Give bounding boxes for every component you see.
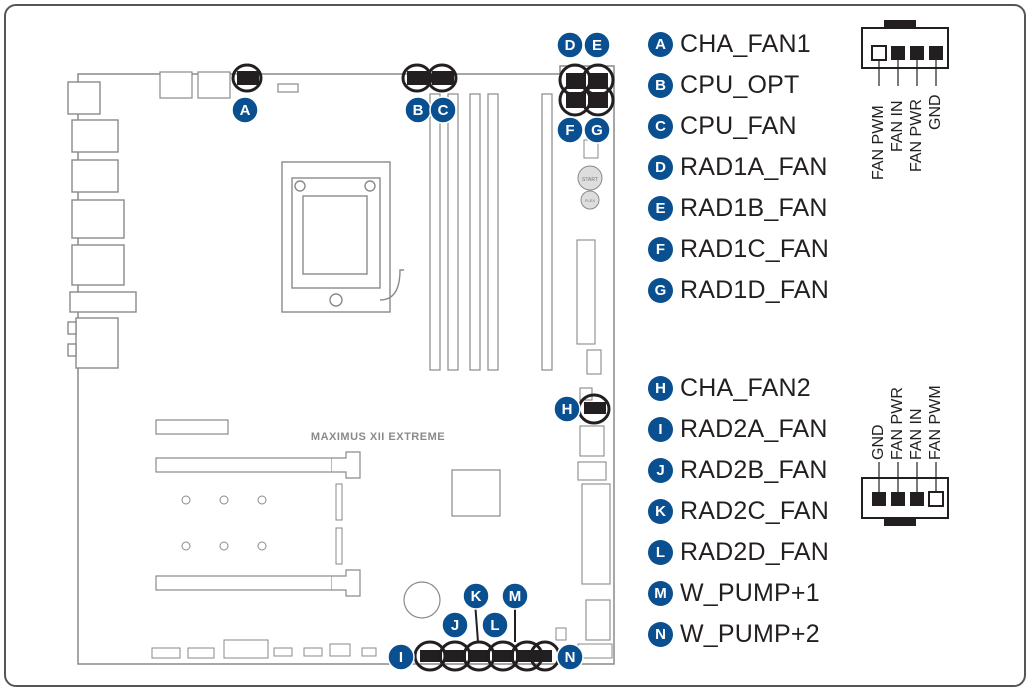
- legend-label: W_PUMP+1: [680, 578, 820, 607]
- legend-item-h: H CHA_FAN2: [648, 372, 811, 404]
- legend-item-j: J RAD2B_FAN: [648, 454, 828, 486]
- start-button-label: START: [582, 177, 598, 183]
- right-edge-components: [576, 239, 611, 641]
- pinout-top-label: FAN PWM: [870, 105, 887, 180]
- legend-item-g: G RAD1D_FAN: [648, 274, 829, 306]
- pinout-top-connector: [861, 20, 949, 86]
- legend-item-f: F RAD1C_FAN: [648, 233, 829, 265]
- legend-badge: N: [648, 621, 673, 647]
- m2-slots: [181, 483, 343, 565]
- legend-item-c: C CPU_FAN: [648, 110, 797, 142]
- legend-badge: L: [648, 539, 673, 565]
- legend-label: CHA_FAN2: [680, 373, 811, 402]
- pinout-top-label: FAN IN: [889, 100, 906, 152]
- legend-badge: K: [648, 498, 673, 524]
- marker-i: I: [399, 649, 403, 666]
- marker-f: F: [565, 122, 574, 139]
- legend-label: CPU_OPT: [680, 70, 800, 99]
- marker-badges: [231, 31, 611, 671]
- legend-item-l: L RAD2D_FAN: [648, 536, 829, 568]
- legend-item-k: K RAD2C_FAN: [648, 495, 829, 527]
- legend-badge: D: [648, 154, 673, 180]
- legend-item-e: E RAD1B_FAN: [648, 192, 828, 224]
- cpu-socket: [281, 161, 404, 313]
- pinout-bottom-connector: [861, 462, 949, 526]
- cpu-power-connectors: [159, 71, 299, 99]
- legend-item-i: I RAD2A_FAN: [648, 413, 828, 445]
- legend-item-n: N W_PUMP+2: [648, 618, 820, 650]
- legend-label: RAD1D_FAN: [680, 275, 830, 304]
- marker-e: E: [592, 37, 602, 54]
- legend-badge: A: [648, 31, 673, 57]
- pinout-bottom-label: FAN PWM: [927, 385, 944, 460]
- board-model-name: MAXIMUS XII EXTREME: [311, 431, 445, 443]
- legend-badge: C: [648, 113, 673, 139]
- marker-g: G: [591, 122, 603, 139]
- bottom-headers: [151, 627, 613, 659]
- marker-d: D: [565, 37, 576, 54]
- legend-item-m: M W_PUMP+1: [648, 577, 820, 609]
- marker-c: C: [438, 102, 449, 119]
- marker-m: M: [509, 588, 522, 605]
- legend-label: RAD2D_FAN: [680, 537, 830, 566]
- dimm-slots: [429, 93, 553, 371]
- legend-label: RAD1A_FAN: [680, 152, 828, 181]
- legend-badge: H: [648, 375, 673, 401]
- diagram-frame: [4, 4, 1026, 687]
- marker-b: B: [413, 102, 424, 119]
- marker-k: K: [471, 588, 482, 605]
- legend-badge: I: [648, 416, 673, 442]
- rear-io: [67, 81, 137, 369]
- legend-badge: F: [648, 236, 673, 262]
- marker-n: N: [565, 649, 576, 666]
- pinout-top-label: FAN PWR: [908, 99, 925, 172]
- pinout-top-label: GND: [927, 94, 944, 130]
- highlight-rings: [231, 63, 615, 672]
- legend-label: RAD2B_FAN: [680, 455, 828, 484]
- cmos-battery: [403, 581, 441, 619]
- marker-l: L: [490, 617, 499, 634]
- legend-label: RAD1B_FAN: [680, 193, 828, 222]
- flex-button-label: FLEX: [585, 198, 595, 203]
- legend-label: RAD2C_FAN: [680, 496, 830, 525]
- legend-item-d: D RAD1A_FAN: [648, 151, 828, 183]
- legend-badge: J: [648, 457, 673, 483]
- legend-label: RAD2A_FAN: [680, 414, 828, 443]
- marker-j: J: [451, 617, 459, 634]
- onboard-buttons: [577, 139, 603, 210]
- pinout-bottom-label: FAN PWR: [889, 387, 906, 460]
- pcie-slots: [155, 419, 361, 597]
- pinout-bottom-label: GND: [870, 424, 887, 460]
- legend-item-a: A CHA_FAN1: [648, 28, 811, 60]
- legend-label: CHA_FAN1: [680, 29, 811, 58]
- legend-badge: G: [648, 277, 673, 303]
- chipset: [451, 469, 501, 517]
- marker-h: H: [562, 401, 573, 418]
- legend-item-b: B CPU_OPT: [648, 69, 799, 101]
- legend-badge: E: [648, 195, 673, 221]
- legend-badge: M: [648, 580, 673, 606]
- legend-label: RAD1C_FAN: [680, 234, 830, 263]
- pinout-bottom-label: FAN IN: [908, 408, 925, 460]
- legend-label: W_PUMP+2: [680, 619, 820, 648]
- legend-badge: B: [648, 72, 673, 98]
- legend-label: CPU_FAN: [680, 111, 797, 140]
- marker-a: A: [240, 102, 251, 119]
